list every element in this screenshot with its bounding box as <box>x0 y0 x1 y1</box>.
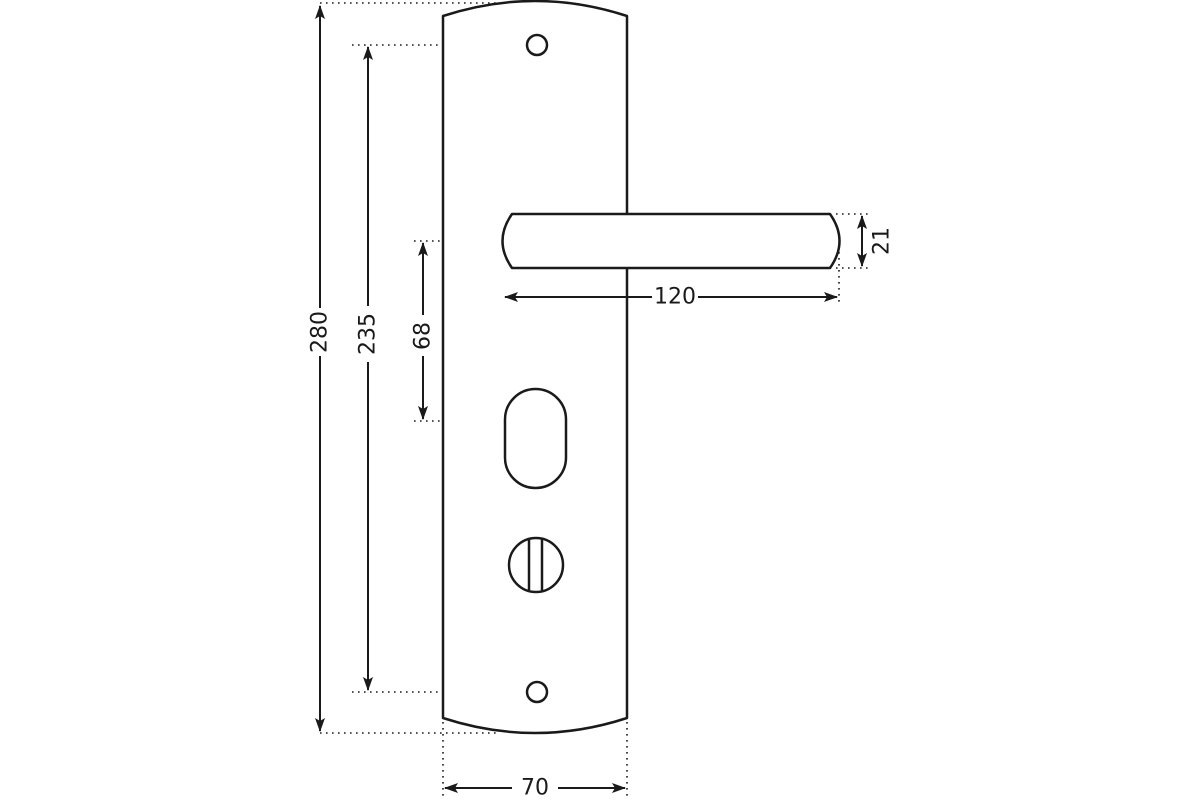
dim-label-21: 21 <box>870 227 895 255</box>
keyhole-oval <box>503 387 568 490</box>
dim-label-68: 68 <box>411 322 436 350</box>
back-plate <box>441 0 629 735</box>
handle-lever <box>501 212 841 270</box>
dim-label-280: 280 <box>308 311 333 353</box>
dimension-handle-length: 120 <box>504 285 838 310</box>
dimension-hole-spacing: 235 <box>356 46 381 691</box>
dimension-plate-width: 70 <box>444 776 626 800</box>
dim-label-70: 70 <box>521 776 549 800</box>
thumb-turn <box>507 536 565 594</box>
top-screw-hole <box>525 33 549 57</box>
dim-label-235: 235 <box>356 313 381 355</box>
dimension-overall-height: 280 <box>308 5 333 732</box>
dimension-handle-to-keyhole: 68 <box>411 242 436 420</box>
dim-label-120: 120 <box>654 285 696 310</box>
dimension-handle-thickness: 21 <box>857 215 895 267</box>
bottom-screw-hole <box>525 680 549 704</box>
thumb-turn-circle <box>507 536 565 594</box>
